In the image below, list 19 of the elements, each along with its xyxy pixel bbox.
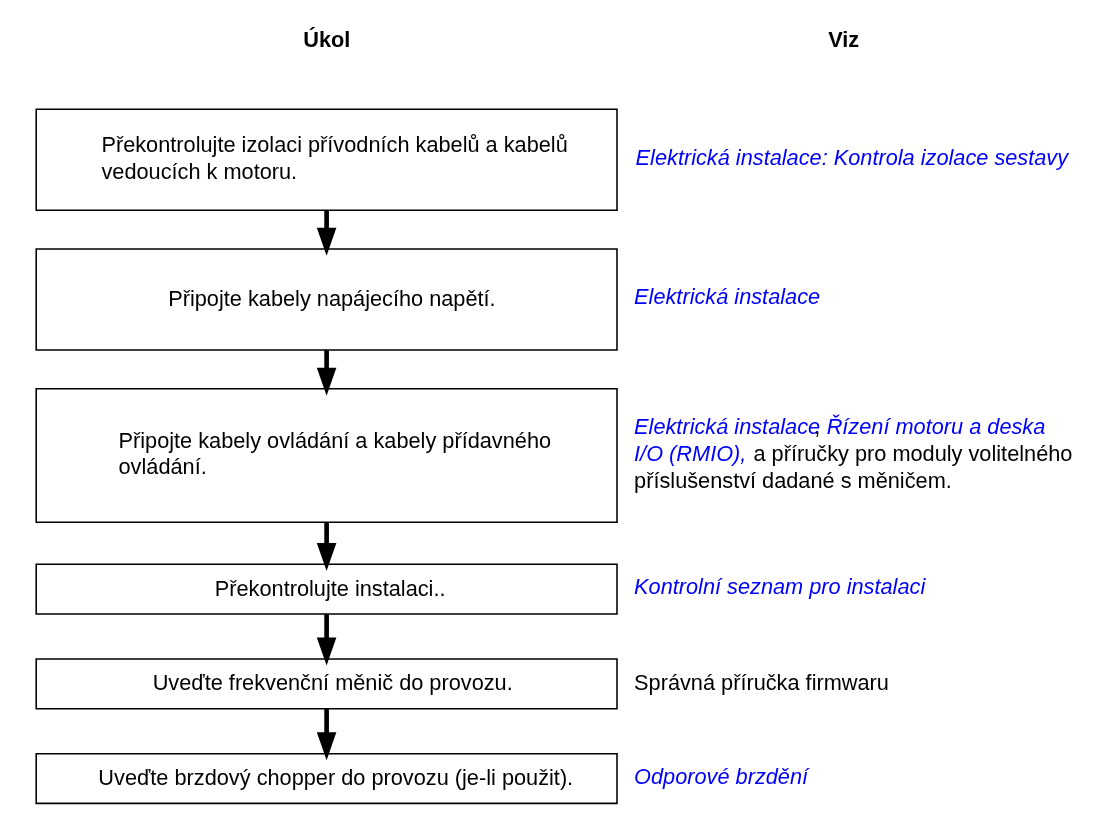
node-label: Elektrická instalace: Kontrola izolace sestavy [635, 144, 1068, 170]
arrow [316, 523, 336, 571]
node-box: Připojte kabely napájecího napětí. [34, 248, 618, 351]
label: Viz [827, 26, 859, 52]
node-box: Připojte kabely ovládání a kabely přídavného ovládání. [34, 388, 618, 524]
label: Úkol [302, 26, 350, 52]
node-label: Správná příručka firmwaru [633, 670, 889, 696]
arrow [316, 210, 336, 256]
node-box: Překontrolujte instalaci.. [34, 563, 618, 615]
node-label: Elektrická instalace [633, 284, 820, 310]
arrow [316, 708, 336, 761]
arrow [316, 350, 336, 396]
arrow [316, 614, 336, 666]
node-box: Uveďte brzdový chopper do provozu (je-li použit). [34, 752, 618, 805]
node-label: Elektrická instalace, Řízení motoru a deska I/O (RMIO), a příručky pro moduly volitelného příslušenství dadané s měničem. [633, 414, 1072, 494]
node-box: Překontrolujte izolaci přívodních kabelů a kabelů vedoucích k motoru. [34, 108, 618, 211]
node-box: Uveďte frekvenční měnič do provozu. [34, 658, 618, 710]
node-label: Odporové brzdění [633, 763, 808, 789]
node-label: Kontrolní seznam pro instalaci [633, 574, 925, 600]
